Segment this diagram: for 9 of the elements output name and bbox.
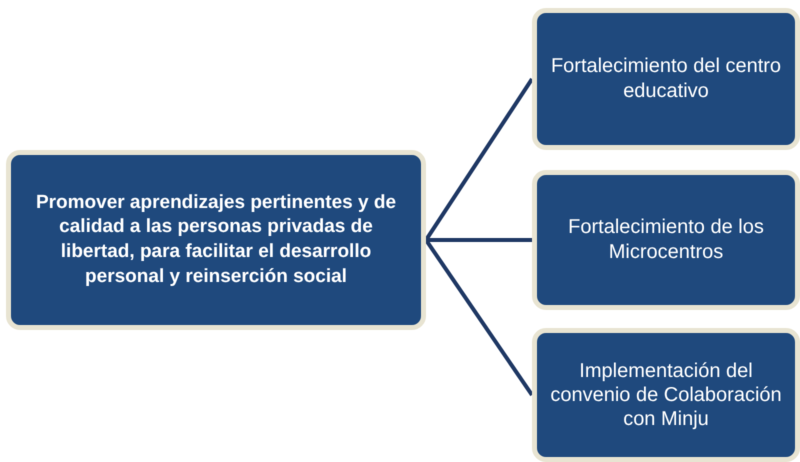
process-box — [532, 170, 800, 310]
node-text: Fortalecimiento de los Microcentros — [567, 215, 765, 265]
process-box — [532, 328, 800, 462]
node-text: Promover aprendizajes pertinentes y de calidad a las personas privadas de libertad, para facilitar el desarrollo personal y reinserción social — [34, 190, 398, 289]
node-text: Fortalecimiento del centro educativo — [550, 54, 782, 104]
node-text: Implementación del convenio de Colaboración con Minju — [549, 359, 783, 431]
process-box — [532, 8, 800, 150]
connector-line — [426, 238, 532, 242]
process-box — [6, 150, 426, 330]
